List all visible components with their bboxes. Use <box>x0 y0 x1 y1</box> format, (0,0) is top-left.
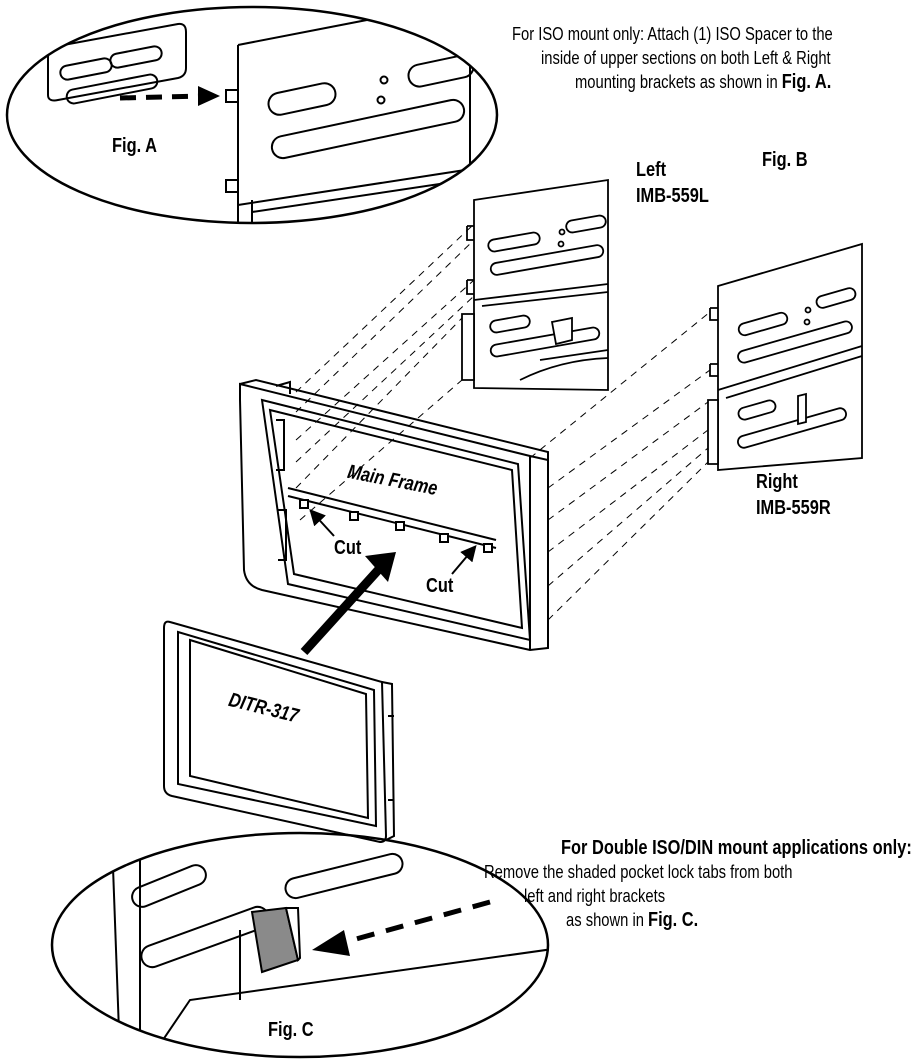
fig-c-detail <box>50 831 550 1059</box>
right-bracket-label: Right <box>756 471 798 493</box>
double-iso-line-3: as shown in Fig. C. <box>566 908 698 932</box>
main-frame-drawing <box>239 378 549 652</box>
iso-note-line-2: inside of upper sections on both Left & … <box>541 48 831 68</box>
double-iso-fig-ref: Fig. C. <box>648 909 699 931</box>
right-bracket-part: IMB-559R <box>756 497 831 519</box>
iso-note-fig-ref: Fig. A. <box>781 71 832 93</box>
double-iso-line-1: Remove the shaded pocket lock tabs from … <box>484 862 793 882</box>
left-bracket-label: Left <box>636 159 667 181</box>
ditr-317-drawing <box>163 620 396 844</box>
cut-label-left: Cut <box>334 537 362 559</box>
double-iso-line-2: left and right brackets <box>524 886 666 906</box>
cut-label-right: Cut <box>426 575 454 597</box>
left-bracket-drawing <box>461 178 609 391</box>
iso-note-line-3: mounting brackets as shown in Fig. A. <box>575 70 831 94</box>
alignment-lines <box>295 223 711 621</box>
double-iso-line-3-text: as shown in <box>566 910 649 930</box>
double-iso-heading: For Double ISO/DIN mount applications on… <box>561 837 912 859</box>
iso-note-line-1: For ISO mount only: Attach (1) ISO Space… <box>512 24 833 44</box>
fig-c-label: Fig. C <box>268 1019 314 1041</box>
left-bracket-part: IMB-559L <box>636 185 709 207</box>
fig-a-label: Fig. A <box>112 135 157 157</box>
fig-a-detail <box>5 5 499 225</box>
right-bracket-drawing <box>707 242 863 471</box>
iso-note-line-3-text: mounting brackets as shown in <box>575 72 782 92</box>
fig-b-label: Fig. B <box>762 149 808 171</box>
